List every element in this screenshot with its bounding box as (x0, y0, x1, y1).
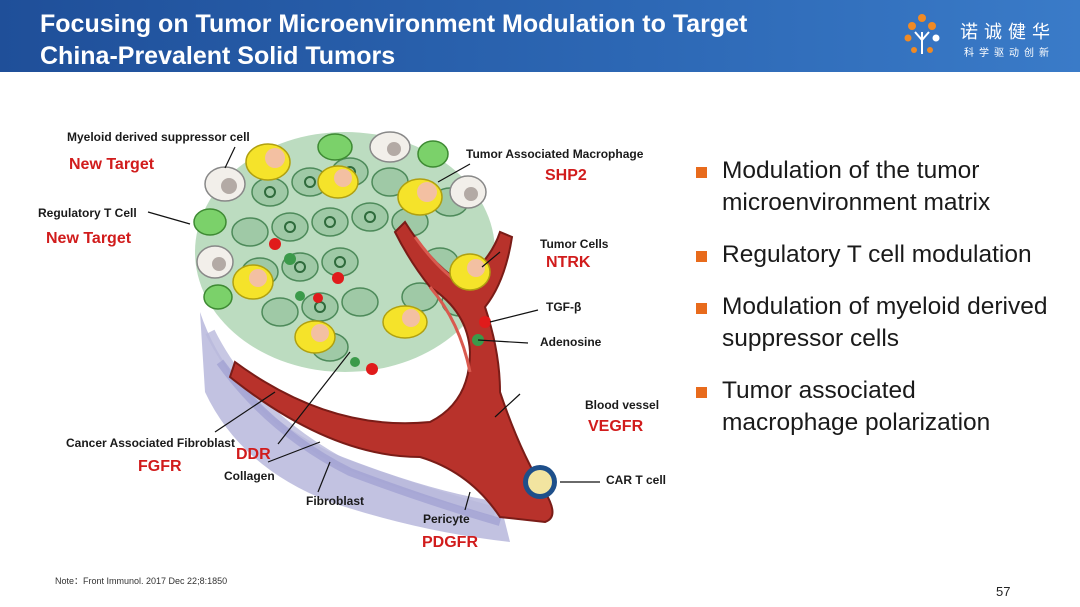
logo-text: 诺诚健华 (960, 22, 1056, 43)
slide-title: Focusing on Tumor Microenvironment Modul… (40, 8, 747, 72)
bullet-square-icon (696, 303, 707, 314)
label-blood-vessel: Blood vessel (585, 398, 660, 412)
target-blood-vessel: VEGFR (588, 418, 644, 435)
target-tumor-cells: NTRK (546, 254, 591, 271)
tumor-illustration (147, 131, 600, 542)
bullet-item: Regulatory T cell modulation (690, 239, 1050, 271)
label-tumor-cells: Tumor Cells (540, 237, 609, 251)
target-caf: FGFR (138, 458, 182, 475)
label-pericyte: Pericyte (423, 512, 470, 526)
target-tam: SHP2 (545, 167, 587, 184)
bullet-square-icon (696, 167, 707, 178)
bullet-item: Modulation of myeloid derived suppressor… (690, 291, 1050, 355)
bullet-list: Modulation of the tumor microenvironment… (690, 155, 1050, 459)
target-myeloid: New Target (69, 156, 155, 173)
target-collagen: DDR (236, 446, 271, 463)
label-fibroblast: Fibroblast (306, 494, 365, 508)
label-tgf: TGF-β (546, 300, 582, 314)
bullet-square-icon (696, 251, 707, 262)
bullet-square-icon (696, 387, 707, 398)
bullet-item: Tumor associated macrophage polarization (690, 375, 1050, 439)
tumor-microenvironment-diagram: Myeloid derived suppressor cell New Targ… (0, 72, 690, 572)
label-myeloid: Myeloid derived suppressor cell (67, 130, 250, 144)
label-car-t: CAR T cell (606, 473, 667, 487)
logo-dots-icon (904, 14, 940, 54)
page-number: 57 (996, 584, 1011, 599)
label-adenosine: Adenosine (540, 335, 602, 349)
label-regulatory: Regulatory T Cell (38, 206, 137, 220)
logo-subtext: 科学驱动创新 (964, 48, 1054, 59)
target-pericyte: PDGFR (422, 534, 478, 551)
title-line-1: Focusing on Tumor Microenvironment Modul… (40, 10, 748, 38)
footnote: Note：Front Immunol. 2017 Dec 22;8:1850 (55, 576, 228, 586)
title-line-2: China-Prevalent Solid Tumors (40, 42, 396, 70)
label-tam: Tumor Associated Macrophage (466, 147, 644, 161)
company-logo: 诺诚健华 科学驱动创新 (898, 10, 1068, 62)
target-regulatory: New Target (46, 230, 132, 247)
title-bar: Focusing on Tumor Microenvironment Modul… (0, 0, 1080, 72)
label-caf: Cancer Associated Fibroblast (66, 436, 235, 450)
label-collagen: Collagen (224, 469, 275, 483)
bullet-item: Modulation of the tumor microenvironment… (690, 155, 1050, 219)
